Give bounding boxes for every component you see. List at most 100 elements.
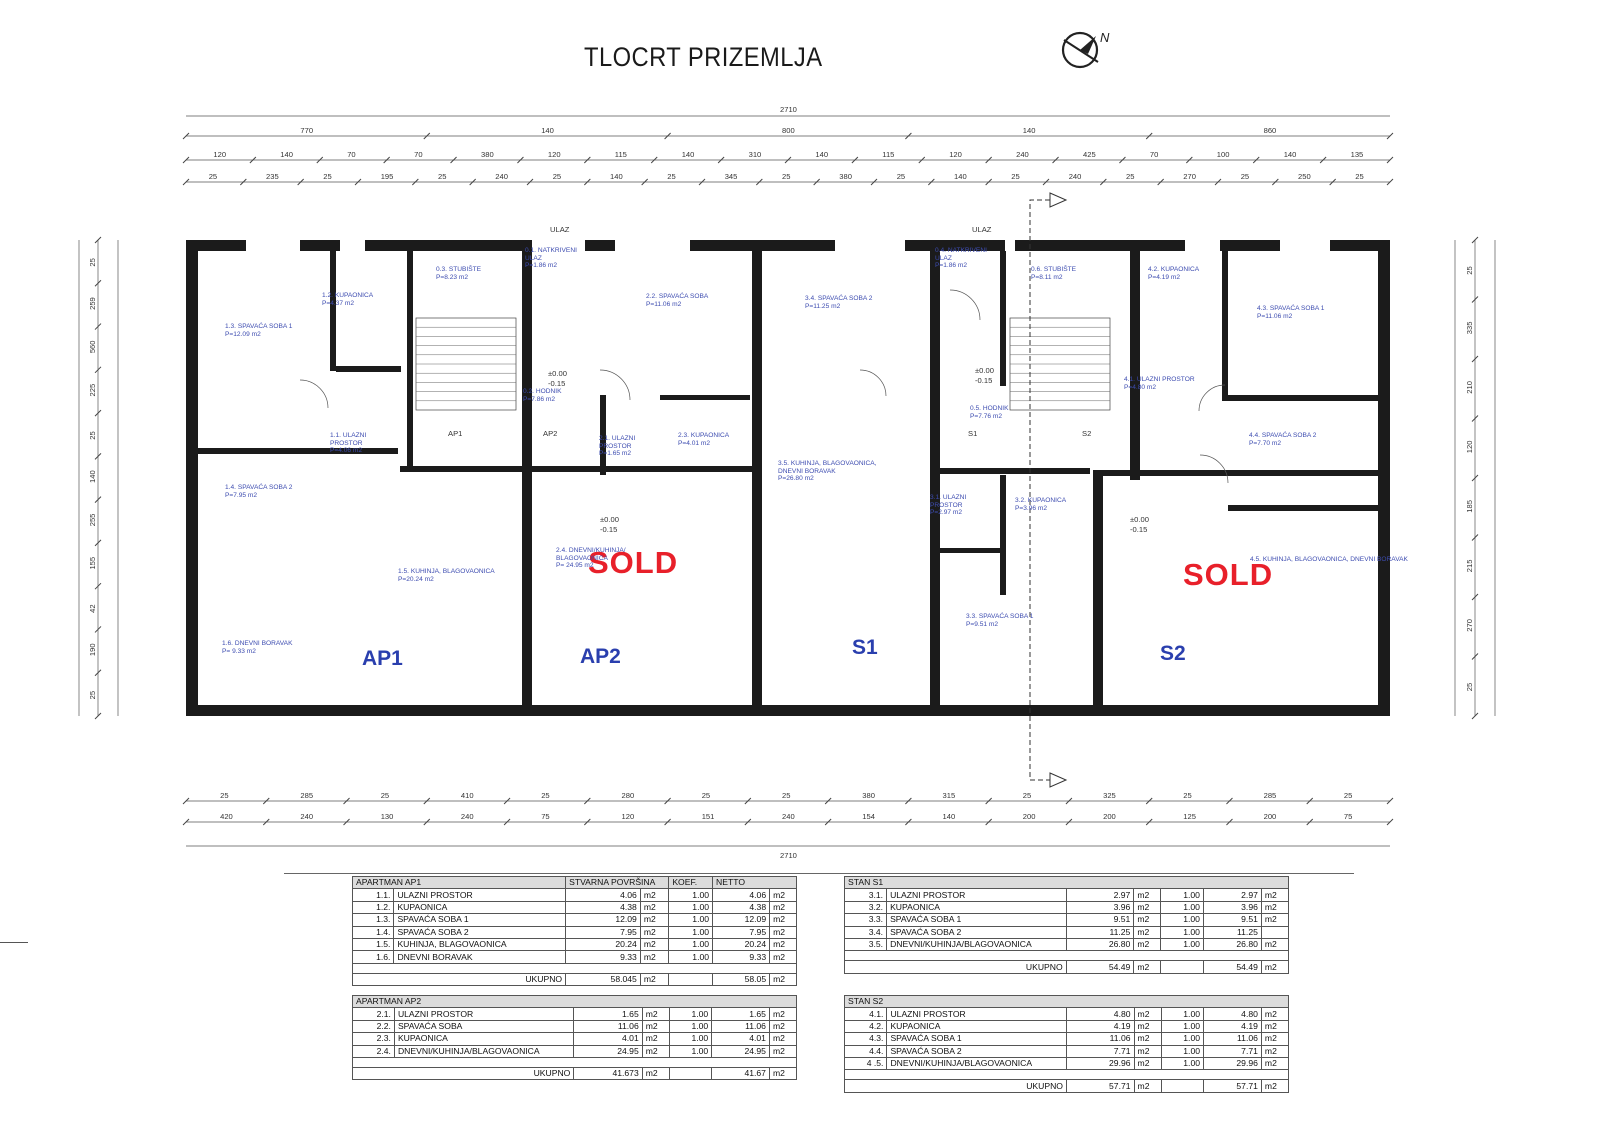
room-label-line: 3.2. KUPAONICA xyxy=(1015,497,1067,504)
table-cell: SPAVAĆA SOBA 2 xyxy=(886,1044,1067,1058)
table-cell: 4 .5. xyxy=(843,1056,888,1071)
table-cell: m2 xyxy=(1133,925,1162,939)
dimension-label: 185 xyxy=(1465,500,1474,513)
room-label-line: 3.5. KUHINJA, BLAGOVAONICA, xyxy=(778,460,877,467)
table-apartman-ap1: APARTMAN AP1 STVARNA POVRŠINA KOEF. NETT… xyxy=(351,875,797,987)
room-label-line: 4.1. ULAZNI PROSTOR xyxy=(1124,376,1195,383)
dimension-label: 125 xyxy=(1183,812,1196,821)
dimension-label: 270 xyxy=(1465,619,1474,632)
room-label-line: P=1.86 m2 xyxy=(525,262,558,269)
room-label-line: 4.4. SPAVAĆA SOBA 2 xyxy=(1249,432,1317,439)
tag-ap2: AP2 xyxy=(543,429,557,438)
dimension-label: 380 xyxy=(481,150,494,159)
table-cell: 4.2. xyxy=(843,1019,888,1034)
table-cell: 3.3. xyxy=(843,913,888,927)
room-label-line: DNEVNI BORAVAK xyxy=(778,467,836,475)
level-mark-2b: -0.15 xyxy=(975,376,992,385)
floor-plan: ULAZ ULAZ 2710 2710 ±0.00 -0.15 ±0.00 -0… xyxy=(78,105,1496,860)
room-label-line: 1.1. ULAZNI xyxy=(330,432,367,439)
dimension-label: 140 xyxy=(280,150,293,159)
entrance-label-2: ULAZ xyxy=(972,225,992,234)
room-label-line: 1.3. SPAVAĆA SOBA 1 xyxy=(225,323,293,330)
table-cell: m2 xyxy=(769,937,797,952)
table-cell: m2 xyxy=(768,1007,798,1021)
unit-label-s2: S2 xyxy=(1160,642,1186,665)
table-cell: m2 xyxy=(1133,900,1162,915)
table-cell: 4.38 xyxy=(712,900,771,915)
room-label-line: 2.1. ULAZNI xyxy=(599,435,636,442)
walls xyxy=(186,240,1390,716)
table-cell: KUPAONICA xyxy=(393,900,567,915)
table-cell: 1.00 xyxy=(1160,937,1204,952)
table-cell: 9.51 xyxy=(1065,913,1135,927)
dimension-label: 410 xyxy=(461,791,474,800)
table-ap1-col-coef: KOEF. xyxy=(668,875,714,890)
table-cell: 3.96 xyxy=(1202,900,1262,915)
table-cell: 1.00 xyxy=(668,1044,713,1058)
table-cell: m2 xyxy=(641,1019,670,1034)
table-ap2-title: APARTMAN AP2 xyxy=(352,994,797,1009)
table-cell: m2 xyxy=(1260,1056,1290,1071)
table-cell: m2 xyxy=(639,937,670,952)
room-label-line: ULAZ xyxy=(935,254,952,262)
dimension-label: 25 xyxy=(88,691,97,699)
table-cell: m2 xyxy=(769,950,797,964)
table-cell: 1.00 xyxy=(1160,913,1204,927)
table-cell: m2 xyxy=(1133,1044,1162,1058)
dimension-label: 75 xyxy=(541,812,549,821)
table-cell: KUPAONICA xyxy=(393,1032,575,1046)
table-cell: 11.25 xyxy=(1065,925,1135,939)
dimension-label: 25 xyxy=(88,258,97,266)
dimension-label: 140 xyxy=(1023,126,1036,135)
table-cell: ULAZNI PROSTOR xyxy=(886,1007,1067,1021)
table-cell: 11.06 xyxy=(1065,1032,1135,1046)
dimension-label: 240 xyxy=(300,812,313,821)
table-cell: 1.00 xyxy=(1160,888,1204,902)
room-label-line: 3.3. SPAVAĆA SOBA 1 xyxy=(966,613,1034,620)
dimension-label: 25 xyxy=(553,172,561,181)
level-mark-1b: -0.15 xyxy=(548,379,565,388)
stair-steps xyxy=(416,326,1110,402)
room-label-line: ULAZ xyxy=(525,254,542,262)
table-cell: 4.06 xyxy=(712,888,771,902)
table-cell: ULAZNI PROSTOR xyxy=(393,1007,575,1021)
level-mark-3b: -0.15 xyxy=(600,525,617,534)
table-cell: m2 xyxy=(1260,913,1290,927)
table-cell: 4.1. xyxy=(843,1007,888,1021)
dimension-label: 25 xyxy=(438,172,446,181)
table-cell: m2 xyxy=(1260,937,1290,952)
dimension-label: 25 xyxy=(1011,172,1019,181)
room-label-line: P=26.80 m2 xyxy=(778,475,814,482)
dimension-label: 190 xyxy=(88,643,97,656)
dimension-label: 255 xyxy=(88,514,97,527)
room-label-line: P=1.86 m2 xyxy=(935,262,968,269)
room-label-line: P=11.06 m2 xyxy=(646,300,682,308)
dimension-lines xyxy=(78,115,1496,847)
table-cell: m2 xyxy=(1133,1032,1162,1046)
table-ap1-total: UKUPNO 58.045 m2 58.05 m2 xyxy=(351,972,797,987)
table-cell: 2.97 xyxy=(1065,888,1135,902)
level-mark-4: ±0.00 xyxy=(1130,515,1149,524)
north-arrow-icon: N xyxy=(1061,30,1110,69)
dimension-label: 25 xyxy=(1344,791,1352,800)
table-cell: m2 xyxy=(639,925,670,939)
dimension-label: 120 xyxy=(213,150,226,159)
room-label-line: 1.2. KUPAONICA xyxy=(322,292,374,299)
room-label-r35: 3.5. KUHINJA, BLAGOVAONICA,DNEVNI BORAVA… xyxy=(778,460,876,483)
dimension-ticks xyxy=(94,132,1479,826)
table-cell: m2 xyxy=(639,950,670,964)
table-cell: m2 xyxy=(641,1007,670,1021)
table-cell: 11.25 xyxy=(1202,925,1262,939)
table-cell: 4.19 xyxy=(1203,1019,1262,1034)
